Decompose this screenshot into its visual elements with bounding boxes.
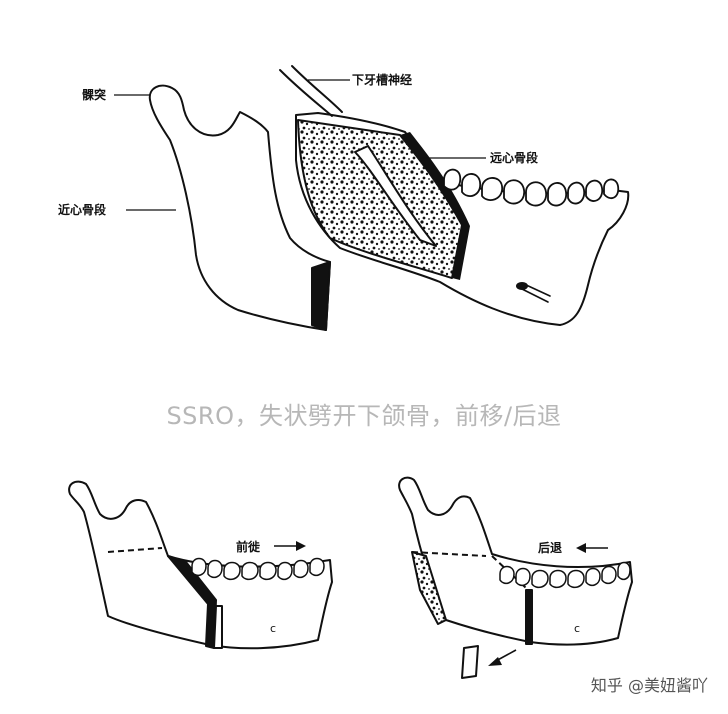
nerve-line	[279, 65, 343, 117]
watermark: 知乎 @美妞酱吖	[590, 676, 708, 695]
br-teeth	[499, 561, 631, 589]
top-figure	[148, 65, 630, 331]
label-setback: 后退	[538, 540, 562, 555]
br-overlap	[411, 551, 447, 625]
figure-caption: SSRO，失状劈开下颌骨，前移/后退	[166, 402, 562, 430]
arrow-right-icon	[274, 541, 306, 551]
proximal-segment-cut	[311, 261, 331, 331]
bl-distal-cut	[167, 555, 217, 649]
label-proximal-segment: 近心骨段	[58, 202, 107, 217]
cancellous-bone	[297, 119, 463, 279]
bottom-right-figure: c	[398, 476, 633, 679]
bl-distal-face	[213, 605, 223, 649]
mental-foramen	[519, 283, 551, 303]
top-leaders	[114, 79, 486, 211]
bottom-left-figure: c	[68, 480, 333, 650]
arrow-down-left-icon	[488, 649, 517, 666]
svg-text:c: c	[270, 622, 276, 635]
label-distal-segment: 远心骨段	[490, 150, 539, 165]
svg-text:c: c	[574, 622, 580, 635]
cortical-edge	[400, 132, 470, 280]
teeth-upper	[443, 168, 620, 207]
nerve-canal	[354, 145, 437, 247]
br-distal-cut	[525, 589, 533, 645]
label-inferior-alveolar-nerve: 下牙槽神经	[352, 72, 412, 87]
proximal-segment-shape	[148, 84, 331, 331]
br-mandible	[398, 476, 633, 646]
arrow-left-icon	[576, 543, 608, 553]
label-condyle: 髁突	[82, 87, 106, 102]
bl-teeth	[191, 557, 325, 581]
removed-bone-block	[461, 645, 479, 679]
label-advance: 前徙	[236, 539, 261, 554]
